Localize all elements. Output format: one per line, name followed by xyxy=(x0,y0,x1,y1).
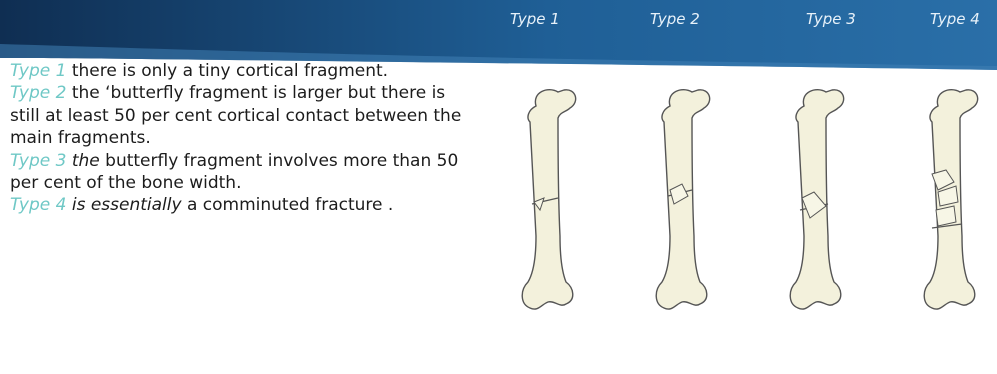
type-4-label: Type 4 xyxy=(10,195,66,215)
type-3-italic-text: the xyxy=(66,151,99,171)
type-1-label: Type 1 xyxy=(10,61,66,81)
classification-text: Type 1 there is only a tiny cortical fra… xyxy=(10,60,480,217)
type-2-description: Type 2 the ‘butterfly fragment is larger… xyxy=(10,82,480,149)
header-type-1-label: Type 1 xyxy=(510,10,560,28)
type-1-text: there is only a tiny cortical fragment. xyxy=(66,61,388,81)
type-2-label: Type 2 xyxy=(10,83,66,103)
type-3-label: Type 3 xyxy=(10,151,66,171)
type-4-description: Type 4 is essentially a comminuted fract… xyxy=(10,194,480,216)
femur-type-1 xyxy=(522,90,575,309)
type-4-italic-text: is essentially xyxy=(66,195,181,215)
type-4-text: a comminuted fracture . xyxy=(182,195,394,215)
header-type-4-label: Type 4 xyxy=(930,10,980,28)
femur-type-3 xyxy=(790,90,843,309)
femur-type-2 xyxy=(656,90,709,309)
femur-type-4 xyxy=(924,90,977,309)
femur-fracture-figure xyxy=(500,86,990,316)
type-2-text: the ‘butterfly fragment is larger but th… xyxy=(10,83,461,148)
type-3-description: Type 3 the butterfly fragment involves m… xyxy=(10,150,480,195)
type-1-description: Type 1 there is only a tiny cortical fra… xyxy=(10,60,480,82)
header-type-2-label: Type 2 xyxy=(650,10,700,28)
header-type-3-label: Type 3 xyxy=(806,10,856,28)
